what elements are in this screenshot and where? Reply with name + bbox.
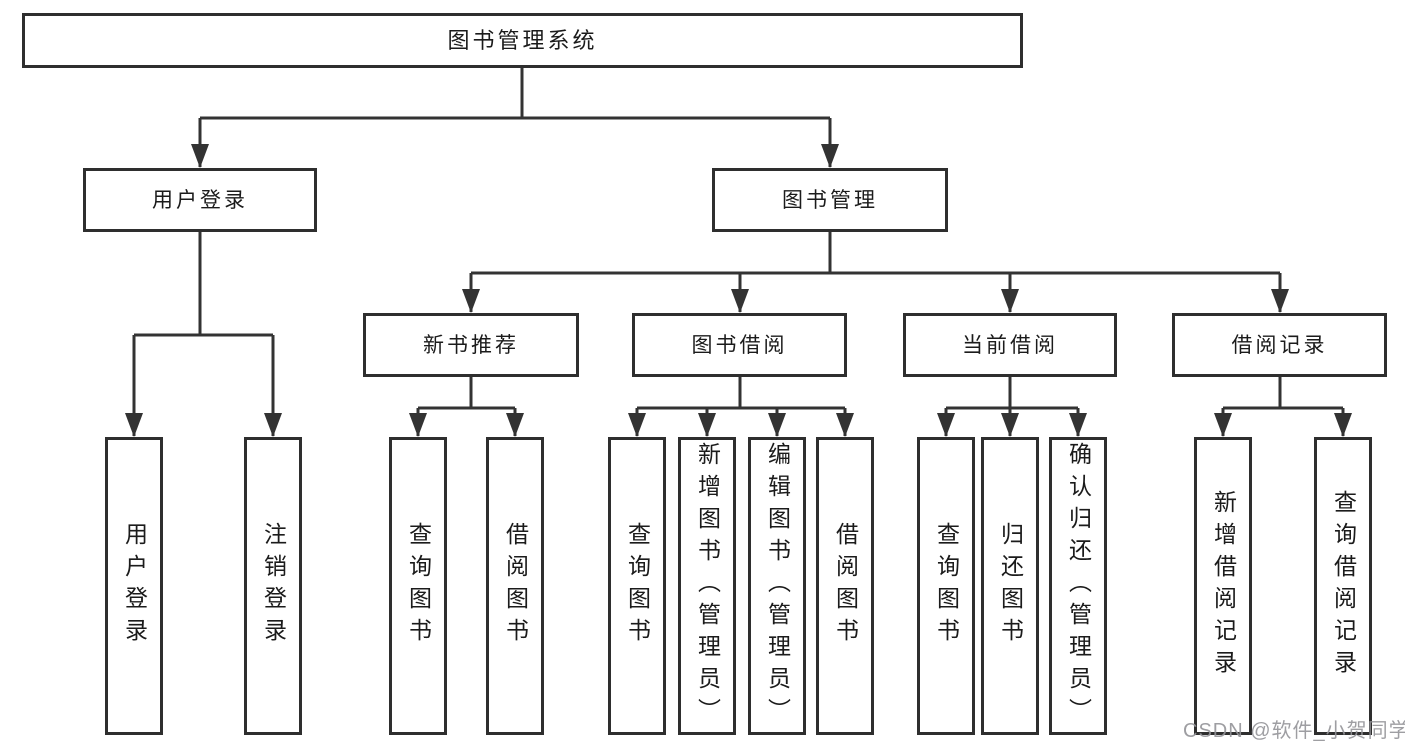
node-book-borrowing: 图书借阅 <box>632 313 847 377</box>
node-label: 用户登录 <box>121 522 148 650</box>
node-label: 当前借阅 <box>962 333 1058 357</box>
leaf-logout: 注销登录 <box>244 437 302 735</box>
connector-lines <box>132 68 1345 436</box>
node-label: 图书借阅 <box>691 333 788 357</box>
node-label: 归还图书 <box>997 522 1024 650</box>
leaf-current-return-books: 归还图书 <box>981 437 1039 735</box>
node-new-book-recommend: 新书推荐 <box>363 313 579 377</box>
leaf-recommend-query-books: 查询图书 <box>389 437 447 735</box>
node-label: 编辑图书（管理员） <box>764 442 791 730</box>
node-label: 借阅图书 <box>502 522 529 650</box>
node-label: 新增借阅记录 <box>1210 490 1237 682</box>
node-label: 查询图书 <box>405 522 432 650</box>
leaf-current-confirm-return-admin: 确认归还（管理员） <box>1049 437 1107 735</box>
csdn-watermark: CSDN @软件_小贺同学 <box>1183 720 1405 742</box>
node-label: 图书管理系统 <box>447 27 598 53</box>
leaf-borrowing-query-books: 查询图书 <box>608 437 666 735</box>
node-label: 查询借阅记录 <box>1330 490 1357 682</box>
leaf-borrowing-add-books-admin: 新增图书（管理员） <box>678 437 736 735</box>
node-label: 新增图书（管理员） <box>694 442 721 730</box>
node-borrowing-records: 借阅记录 <box>1172 313 1387 377</box>
node-label: 图书管理 <box>782 188 878 212</box>
node-label: 查询图书 <box>624 522 651 650</box>
leaf-records-query-borrow-record: 查询借阅记录 <box>1314 437 1372 735</box>
node-label: 借阅记录 <box>1231 333 1328 357</box>
leaf-borrowing-borrow-books: 借阅图书 <box>816 437 874 735</box>
node-book-management: 图书管理 <box>712 168 948 232</box>
leaf-records-add-borrow-record: 新增借阅记录 <box>1194 437 1252 735</box>
node-library-management-system: 图书管理系统 <box>22 13 1023 68</box>
node-current-borrowing: 当前借阅 <box>903 313 1117 377</box>
node-label: 注销登录 <box>260 522 287 650</box>
node-label: 用户登录 <box>152 188 248 212</box>
leaf-borrowing-edit-books-admin: 编辑图书（管理员） <box>748 437 806 735</box>
node-label: 确认归还（管理员） <box>1065 442 1092 730</box>
leaf-user-login: 用户登录 <box>105 437 163 735</box>
node-user-login: 用户登录 <box>83 168 317 232</box>
node-label: 查询图书 <box>933 522 960 650</box>
leaf-recommend-borrow-books: 借阅图书 <box>486 437 544 735</box>
arrowhead-icon <box>125 144 1352 437</box>
node-label: 新书推荐 <box>423 333 519 357</box>
node-label: 借阅图书 <box>832 522 859 650</box>
leaf-current-query-books: 查询图书 <box>917 437 975 735</box>
